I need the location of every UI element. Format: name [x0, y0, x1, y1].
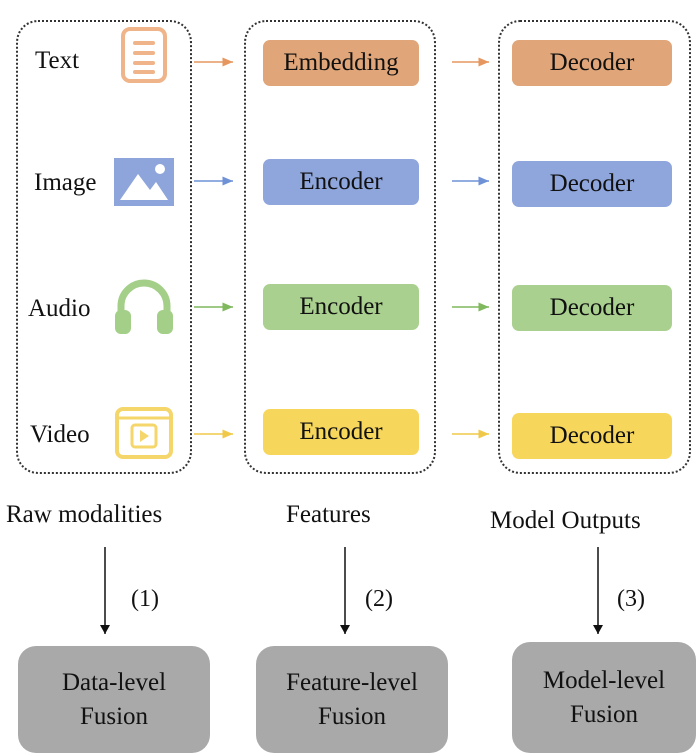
video-decoder-box: Decoder — [512, 413, 672, 459]
fusion-line-1: Feature-level — [286, 668, 418, 696]
features-label: Features — [286, 501, 371, 528]
image-icon — [114, 158, 174, 206]
data-level-fusion-box: Data-level Fusion — [18, 646, 210, 753]
step-label-1: (1) — [131, 586, 159, 612]
audio-decoder-box: Decoder — [512, 285, 672, 331]
raw-modalities-label: Raw modalities — [6, 501, 163, 528]
image-encoder-box: Encoder — [263, 159, 419, 205]
audio-encoder-box: Encoder — [263, 284, 419, 330]
modality-label-text: Text — [35, 47, 80, 74]
model-outputs-label: Model Outputs — [490, 507, 641, 534]
fusion-line-2: Fusion — [569, 700, 639, 728]
modality-label-video: Video — [30, 421, 90, 448]
fusion-line-1: Data-level — [61, 668, 167, 696]
video-player-icon — [115, 407, 173, 459]
raw-modalities-panel — [16, 20, 192, 474]
modality-label-image: Image — [34, 169, 97, 196]
headphones-icon — [115, 279, 173, 334]
modality-label-audio: Audio — [28, 295, 91, 322]
arrow-down-2 — [340, 547, 350, 634]
model-level-fusion-box: Model-level Fusion — [512, 642, 696, 753]
embedding-box: Embedding — [263, 40, 419, 86]
arrow-down-1 — [100, 547, 110, 634]
model-outputs-panel — [498, 20, 691, 474]
features-panel — [244, 20, 436, 474]
text-decoder-box: Decoder — [512, 40, 672, 86]
step-label-2: (2) — [365, 586, 393, 612]
fusion-line-1: Model-level — [542, 666, 666, 694]
document-icon — [121, 27, 167, 83]
feature-level-fusion-box: Feature-level Fusion — [256, 646, 448, 753]
video-encoder-box: Encoder — [263, 409, 419, 455]
image-decoder-box: Decoder — [512, 161, 672, 207]
fusion-line-2: Fusion — [317, 702, 387, 730]
fusion-line-2: Fusion — [79, 702, 149, 730]
arrow-down-3 — [593, 547, 603, 634]
step-label-3: (3) — [617, 586, 645, 612]
